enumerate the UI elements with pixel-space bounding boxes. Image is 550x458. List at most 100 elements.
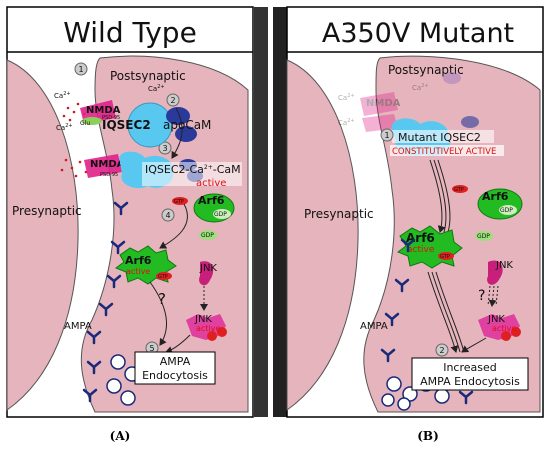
- svg-text:NMDA: NMDA: [366, 98, 401, 109]
- arf6-active: Arf6 active GTP: [396, 225, 463, 269]
- svg-text:JNK: JNK: [194, 314, 212, 325]
- svg-text:NMDA: NMDA: [90, 159, 125, 170]
- ampa-receptors: [380, 238, 474, 405]
- nmda-receptor: NMDA PSD-95: [84, 154, 125, 178]
- svg-text:PSD-95: PSD-95: [102, 115, 120, 121]
- step-circle: 3: [158, 141, 172, 155]
- jnk-active: JNK active: [478, 314, 521, 341]
- panel-divider: [254, 7, 268, 417]
- svg-text:2: 2: [170, 96, 175, 105]
- mutant-iqsec2-label: Mutant IQSEC2: [398, 131, 481, 144]
- panel-a350v-mutant: A350V Mutant Postsynaptic Presynaptic NM…: [286, 6, 544, 443]
- svg-text:Ca2+: Ca2+: [338, 118, 355, 127]
- step-circle: 5: [145, 341, 159, 355]
- svg-text:active: active: [196, 324, 220, 333]
- ampa-label: AMPA: [64, 321, 92, 332]
- svg-text:JNK: JNK: [199, 263, 217, 274]
- increased-endocytosis-box: Increased AMPA Endocytosis: [411, 357, 529, 391]
- endocytic-vesicles: [106, 354, 140, 406]
- panel-title: Wild Type: [63, 16, 197, 49]
- svg-text:PSD-95: PSD-95: [100, 172, 118, 178]
- gdp-molecule: GDP: [475, 231, 493, 241]
- svg-text:GDP: GDP: [500, 207, 513, 214]
- jnk-inactive: JNK: [199, 261, 217, 286]
- gtp-molecule: GTP: [172, 197, 188, 205]
- svg-text:Arf6: Arf6: [198, 194, 225, 207]
- svg-text:active: active: [126, 267, 150, 276]
- calcium-label: Ca2+: [56, 123, 73, 132]
- svg-text:Increased: Increased: [443, 361, 497, 374]
- postsynaptic-label: Postsynaptic: [110, 69, 186, 83]
- panel-title: A350V Mutant: [322, 18, 514, 49]
- ampa-receptors: [82, 201, 129, 403]
- gdp-molecule: GDP: [199, 230, 217, 240]
- panel-caption: (A): [110, 429, 131, 443]
- svg-text:Arf6: Arf6: [482, 190, 509, 203]
- svg-text:1: 1: [78, 65, 83, 74]
- presynaptic-label: Presynaptic: [12, 204, 82, 218]
- ampa-endocytosis-box: AMPA Endocytosis: [134, 351, 216, 385]
- svg-text:Ca2+: Ca2+: [412, 83, 429, 92]
- svg-text:GTP: GTP: [454, 187, 464, 193]
- svg-text:Glu: Glu: [80, 120, 90, 127]
- presynaptic-cell: [6, 59, 79, 411]
- svg-text:GTP: GTP: [440, 254, 450, 260]
- svg-text:active: active: [492, 324, 516, 333]
- svg-text:GTP: GTP: [158, 274, 168, 280]
- step-circle: 2: [435, 343, 449, 357]
- ampa-label: AMPA: [360, 321, 388, 332]
- arf6-gdp: Arf6 GDP: [193, 193, 235, 223]
- constitutively-active-label: CONSTITUTIVELY ACTIVE: [392, 147, 496, 157]
- step-circle: 1: [380, 128, 394, 142]
- presynaptic-cell: [286, 59, 359, 411]
- step-circle: 2: [166, 93, 180, 107]
- svg-text:IQSEC2: IQSEC2: [102, 118, 151, 132]
- svg-text:3: 3: [162, 144, 167, 153]
- activation-arrows: [429, 159, 451, 233]
- svg-text:4: 4: [165, 211, 170, 220]
- svg-text:NMDA: NMDA: [86, 105, 121, 116]
- active-label: active: [196, 178, 226, 189]
- nmda-receptor-faded: NMDA Ca2+ Ca2+ Ca2+: [338, 72, 461, 132]
- panel-caption: (B): [417, 429, 439, 443]
- jnk-inactive: JNK: [487, 260, 513, 285]
- iqsec2-protein: IQSEC2: [102, 102, 173, 148]
- svg-text:Ca2+: Ca2+: [338, 93, 355, 102]
- svg-text:5: 5: [149, 344, 154, 353]
- svg-text:Arf6: Arf6: [125, 254, 152, 267]
- arf6-gdp: Arf6 GDP: [477, 188, 523, 220]
- calcium-label: Ca2+: [54, 91, 71, 100]
- panel-wild-type: Wild Type Postsynaptic Presynaptic 1 2 3…: [6, 6, 254, 443]
- svg-text:AMPA Endocytosis: AMPA Endocytosis: [420, 375, 520, 388]
- endocytosis-arrows: [427, 271, 487, 353]
- svg-text:1: 1: [384, 131, 389, 140]
- presynaptic-label: Presynaptic: [304, 207, 374, 221]
- postsynaptic-label: Postsynaptic: [388, 63, 464, 77]
- svg-text:GDP: GDP: [201, 232, 214, 239]
- calcium-label: Ca2+: [148, 84, 165, 93]
- jnk-arrows: [487, 285, 499, 307]
- step-circle: 1: [74, 62, 88, 76]
- iqsec2-cam-complex: IQSEC2-Ca2+-CaM active: [119, 151, 242, 189]
- gtp-molecule: GTP: [452, 185, 468, 193]
- mutant-iqsec2: Mutant IQSEC2 CONSTITUTIVELY ACTIVE: [390, 116, 504, 157]
- svg-text:apoCaM: apoCaM: [163, 118, 211, 132]
- svg-text:GDP: GDP: [214, 211, 227, 218]
- svg-text:active: active: [407, 245, 435, 255]
- svg-text:2: 2: [439, 346, 444, 355]
- svg-text:JNK: JNK: [495, 260, 513, 271]
- svg-text:GTP: GTP: [174, 199, 184, 205]
- svg-text:JNK: JNK: [487, 314, 505, 325]
- svg-text:AMPA: AMPA: [160, 355, 191, 368]
- svg-text:Endocytosis: Endocytosis: [142, 369, 208, 382]
- nmda-receptor: NMDA Glu PSD-95: [80, 100, 121, 127]
- svg-text:GDP: GDP: [477, 233, 490, 240]
- question-mark: ?: [478, 288, 485, 304]
- iqsec2-cam-label: IQSEC2-Ca2+-CaM: [145, 163, 241, 176]
- arf6-active: Arf6 active GTP: [114, 245, 177, 285]
- question-mark: ?: [158, 290, 166, 308]
- jnk-active: JNK active: [186, 314, 227, 341]
- apocam: apoCaM: [163, 107, 211, 142]
- step-circle: 4: [161, 208, 175, 222]
